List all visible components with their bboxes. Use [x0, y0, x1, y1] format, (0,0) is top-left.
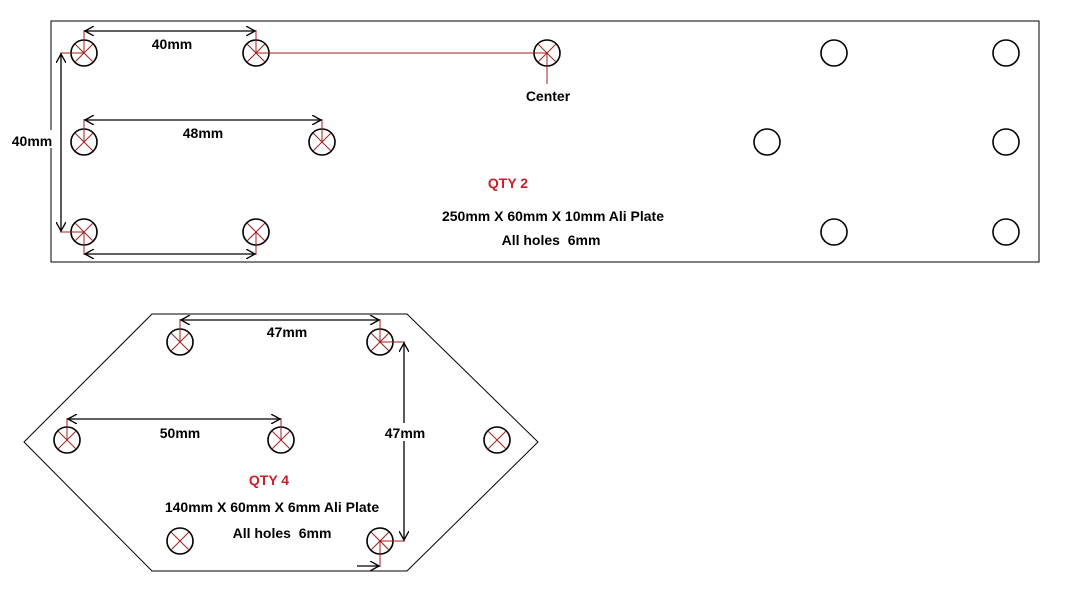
qty-label: QTY 2 — [488, 175, 528, 191]
plate-2-holes — [53, 328, 511, 555]
hole — [992, 128, 1020, 156]
marked-hole — [166, 527, 194, 555]
qty-label: QTY 4 — [249, 472, 289, 488]
plate-size-label: 140mm X 60mm X 6mm Ali Plate — [165, 499, 379, 515]
dim-label-top: 47mm — [267, 324, 307, 340]
plate-2-outline — [23, 313, 539, 572]
dim-label-top: 40mm — [152, 36, 192, 52]
center-label: Center — [526, 88, 571, 104]
plate-1-outline — [50, 20, 1040, 263]
dim-label-middle: 50mm — [160, 425, 200, 441]
plate-1: 40mm 48mm 40mm Center QTY 2 250mm X 60mm… — [12, 20, 1040, 263]
hole-size-label: All holes 6mm — [233, 525, 332, 541]
plate-1-extension-lines — [60, 30, 323, 255]
hole — [753, 128, 781, 156]
dim-label-middle: 48mm — [183, 125, 223, 141]
hole — [992, 218, 1020, 246]
dim-label-left: 40mm — [12, 133, 52, 149]
plate-2: 47mm 50mm 47mm QTY 4 140mm X 60mm X 6mm … — [23, 313, 539, 572]
plate-size-label: 250mm X 60mm X 10mm Ali Plate — [442, 208, 664, 224]
hole — [992, 39, 1020, 67]
hole — [820, 218, 848, 246]
hole-size-label: All holes 6mm — [502, 232, 601, 248]
hole — [820, 39, 848, 67]
marked-hole — [483, 426, 511, 454]
dim-label-right: 47mm — [385, 425, 425, 441]
